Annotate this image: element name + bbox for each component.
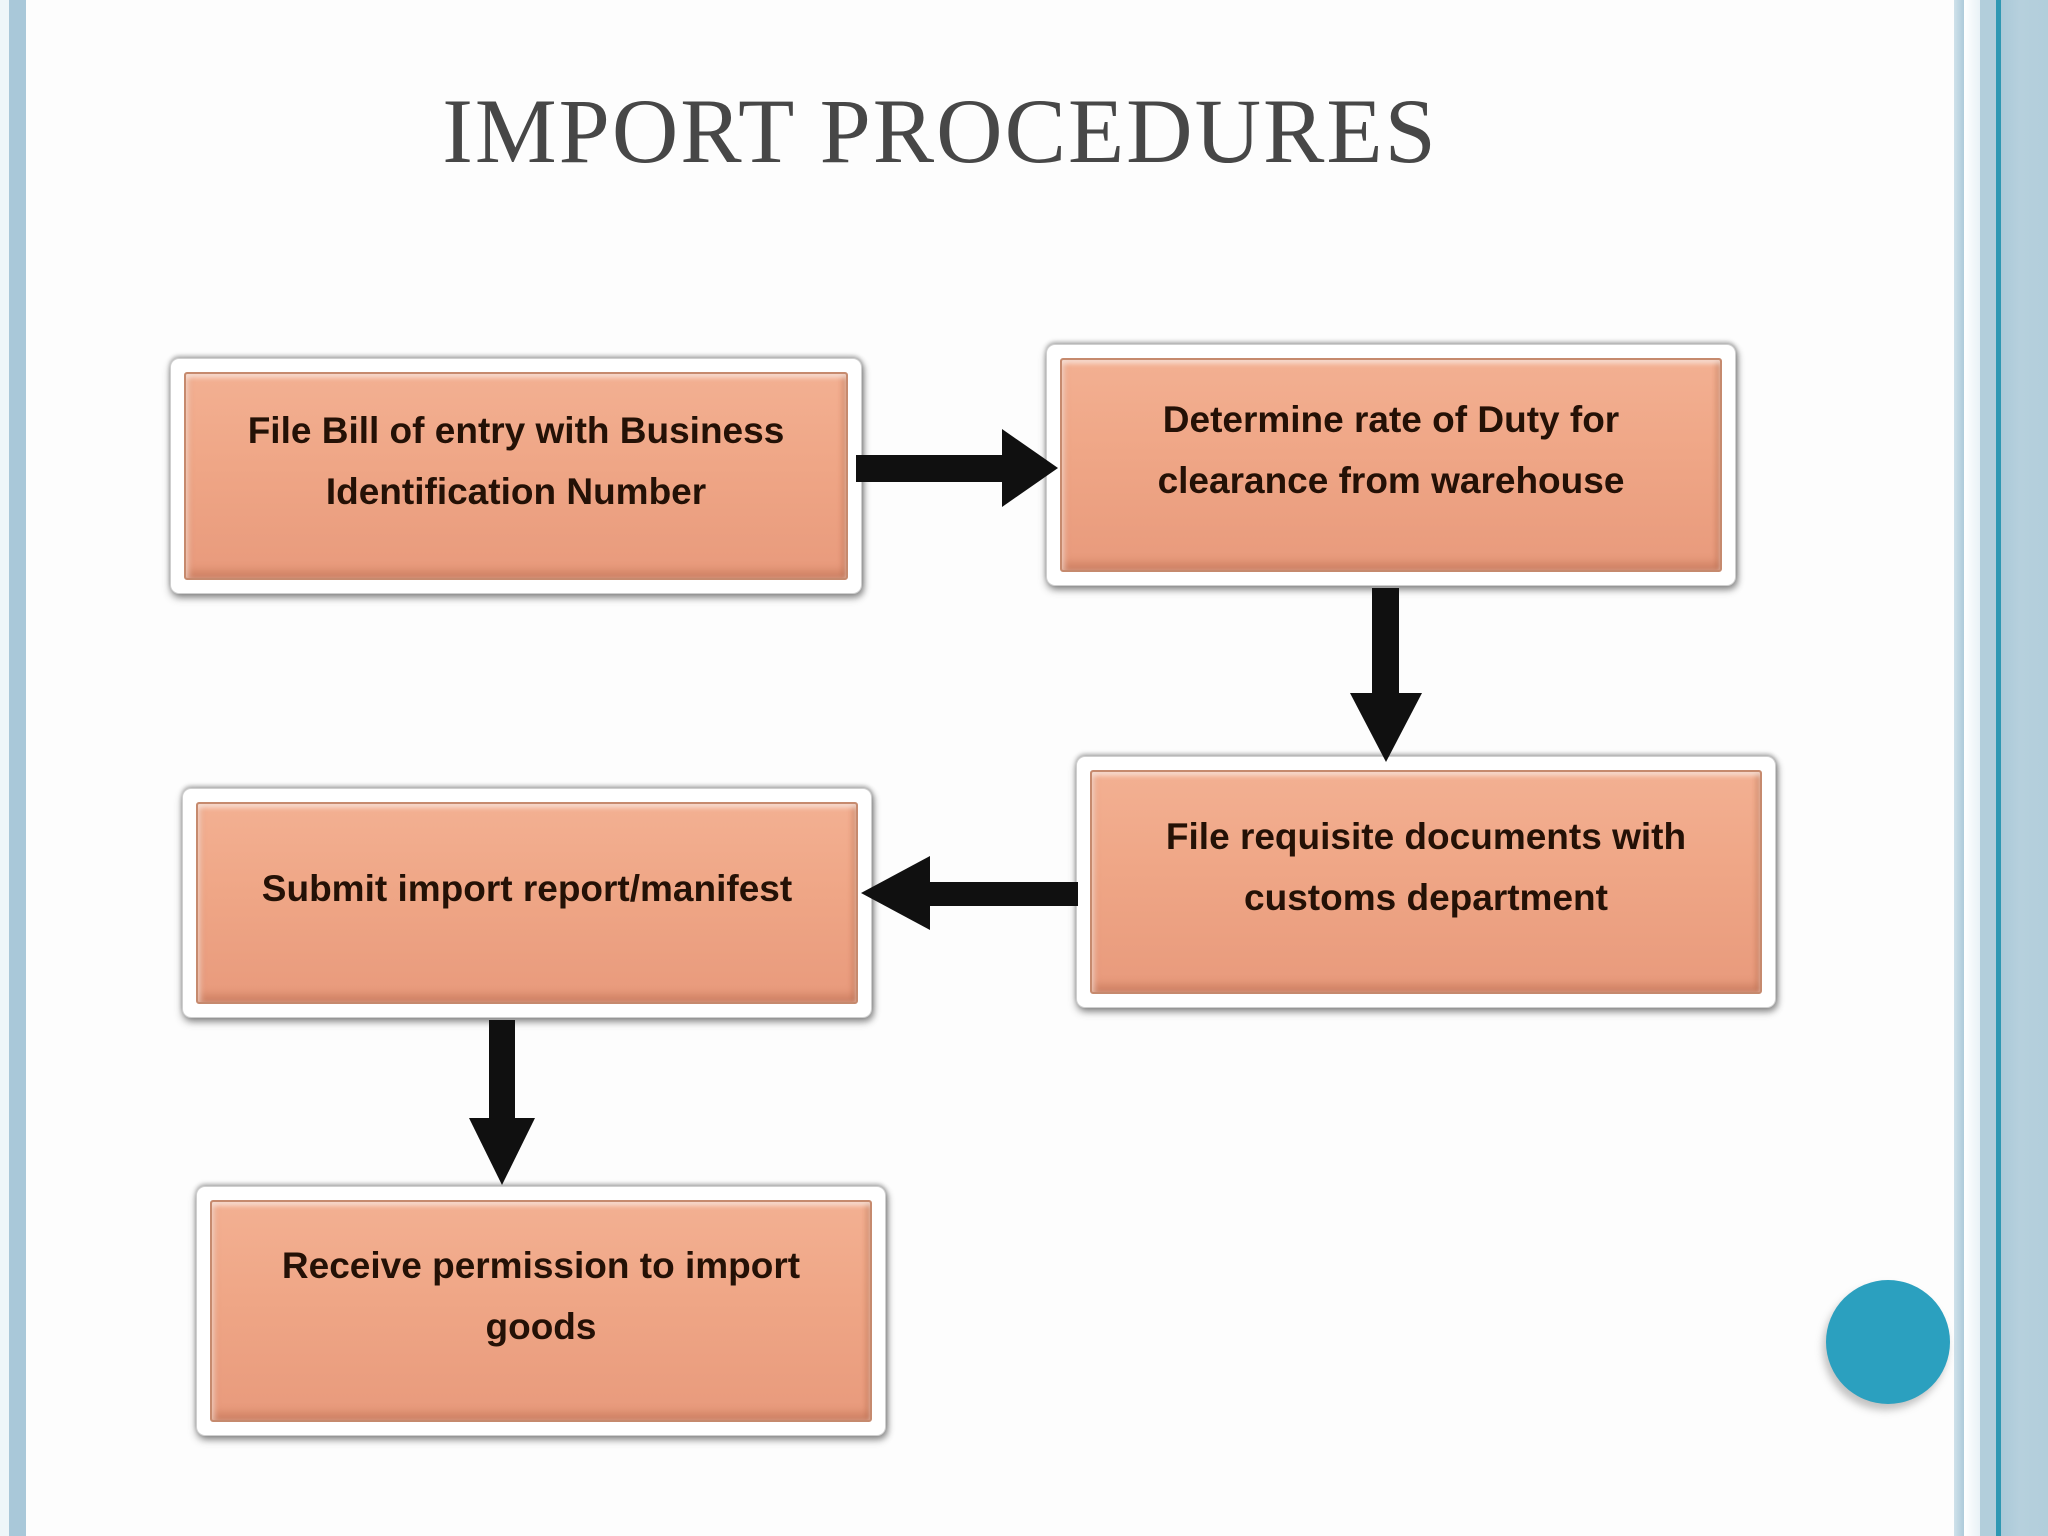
flow-node-file-bill-of-entry: File Bill of entry with Business Identif…: [170, 358, 862, 594]
flow-node-file-requisite-documents: File requisite documents with customs de…: [1076, 756, 1776, 1008]
right-bar-gap: [1964, 0, 1980, 1536]
right-wide-blue-bar: [1980, 0, 2048, 1536]
teal-accent-circle: [1826, 1280, 1950, 1404]
flow-node-label: File Bill of entry with Business Identif…: [184, 372, 848, 580]
flow-node-label: Submit import report/manifest: [196, 802, 858, 1004]
page-title: IMPORT PROCEDURES: [442, 80, 1438, 182]
right-bar-shade: [2001, 0, 2048, 1536]
right-thin-blue-bar: [1954, 0, 1964, 1536]
right-teal-accent-line: [1996, 0, 2001, 1536]
flow-node-label: File requisite documents with customs de…: [1090, 770, 1762, 994]
flow-node-label: Receive permission to import goods: [210, 1200, 872, 1422]
left-blue-bar: [9, 0, 26, 1536]
left-edge-pale-strip: [0, 0, 9, 1536]
flow-node-receive-permission: Receive permission to import goods: [196, 1186, 886, 1436]
flow-node-submit-import-report: Submit import report/manifest: [182, 788, 872, 1018]
flow-node-determine-duty-rate: Determine rate of Duty for clearance fro…: [1046, 344, 1736, 586]
flow-node-label: Determine rate of Duty for clearance fro…: [1060, 358, 1722, 572]
